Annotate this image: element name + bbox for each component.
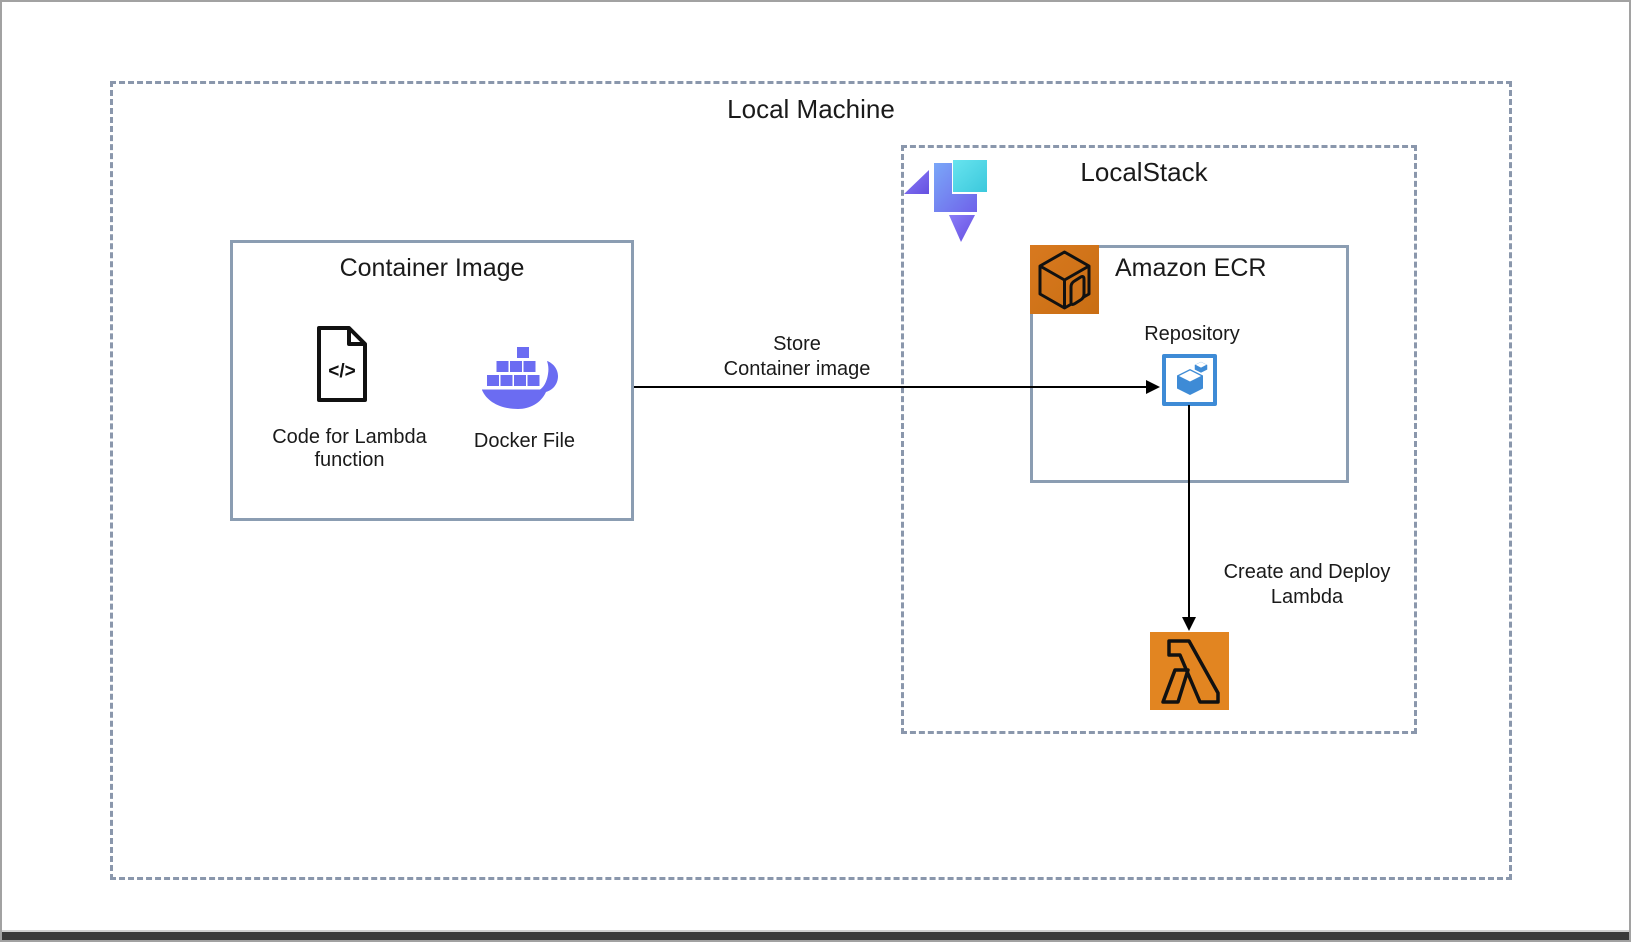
repository-icon: [1162, 354, 1217, 406]
localstack-box: LocalStack: [901, 145, 1417, 734]
store-arrow-label: Store Container image: [723, 333, 871, 380]
localstack-logo-square: [953, 160, 987, 192]
localstack-logo-triangle: [904, 170, 929, 194]
repository-label: Repository: [1144, 323, 1240, 345]
docker-icon: [482, 347, 558, 409]
deploy-arrowhead: [1182, 617, 1196, 631]
docker-file-label: Docker File: [473, 430, 576, 452]
code-file-icon: </>: [317, 326, 367, 402]
container-image-box: Container Image: [230, 240, 634, 521]
code-glyph: </>: [328, 361, 355, 382]
localstack-logo-icon: [904, 160, 987, 242]
local-machine-title: Local Machine: [727, 94, 895, 124]
store-arrow: [634, 386, 1148, 388]
local-machine-box: Local Machine: [110, 81, 1512, 880]
container-image-title: Container Image: [339, 254, 525, 282]
store-arrowhead: [1146, 380, 1160, 394]
localstack-logo-l-shape: [934, 163, 977, 212]
ecr-title: Amazon ECR: [1115, 254, 1267, 282]
code-file-label: Code for Lambda function: [272, 426, 427, 471]
localstack-logo-flag: [949, 215, 975, 242]
localstack-title: LocalStack: [1080, 157, 1208, 187]
deploy-arrow-label: Create and Deploy Lambda: [1223, 561, 1391, 608]
deploy-arrow: [1188, 405, 1190, 620]
ecr-icon: [1030, 245, 1099, 314]
window-bottom-edge: [2, 930, 1629, 940]
lambda-icon: [1150, 632, 1229, 710]
